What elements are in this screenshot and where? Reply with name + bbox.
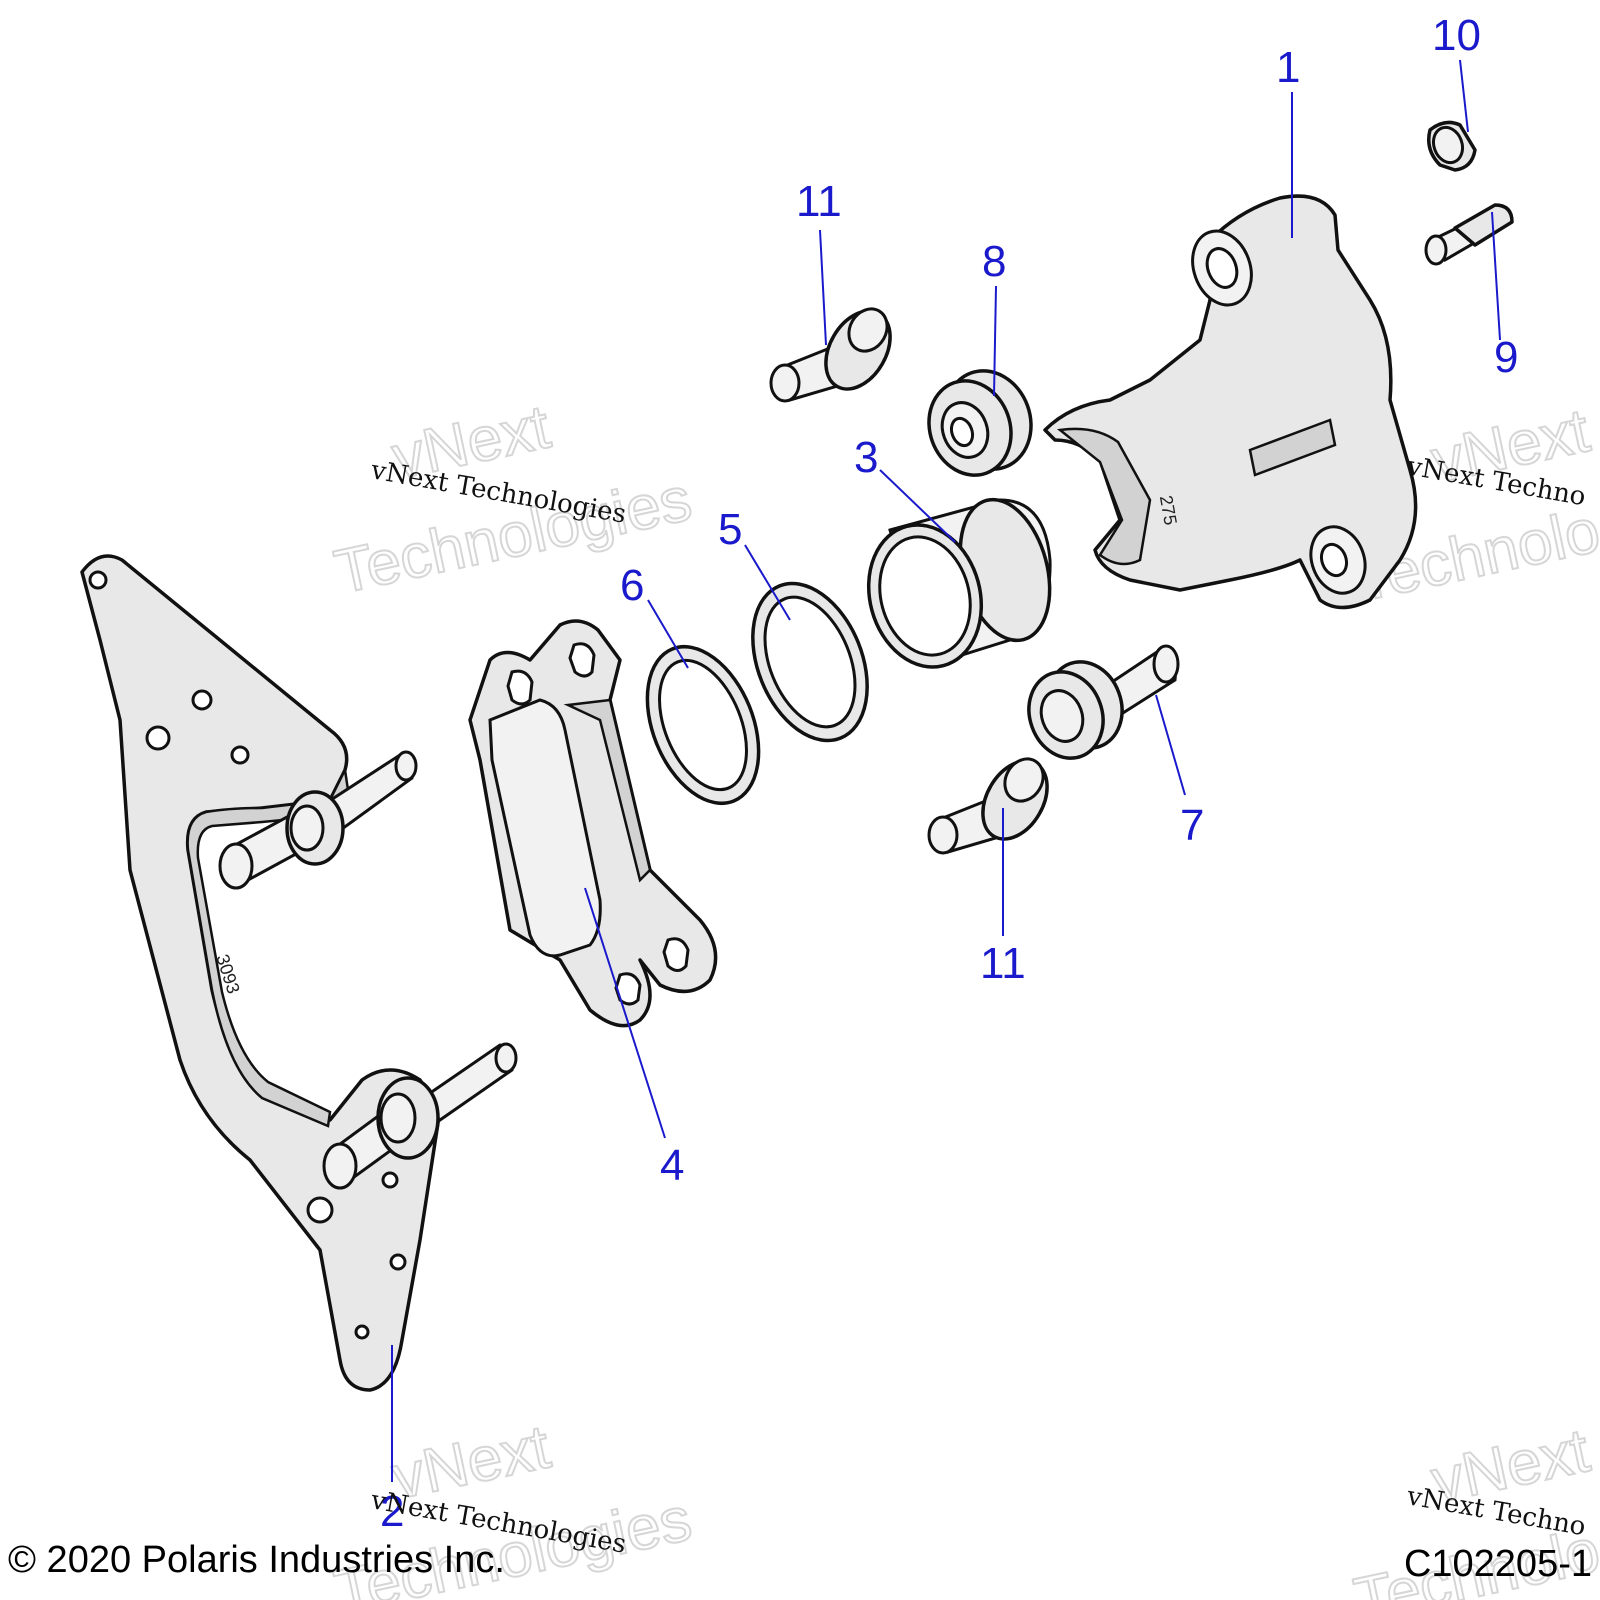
callout-9: 9 <box>1494 333 1518 382</box>
callout-11-upper: 11 <box>796 177 842 226</box>
leader-5 <box>744 544 791 621</box>
part-1-caliper-body: 275 <box>1043 194 1418 610</box>
callout-10: 10 <box>1432 11 1481 60</box>
callout-8: 8 <box>982 237 1006 286</box>
callout-1: 1 <box>1276 43 1300 92</box>
part-11-guide-bolt-upper <box>769 307 892 403</box>
part-11-guide-bolt-lower <box>927 757 1049 855</box>
part-4-brake-pad <box>468 619 718 1028</box>
leader-7 <box>1155 694 1186 796</box>
callout-4: 4 <box>660 1141 684 1190</box>
leader-lines <box>391 59 1501 1482</box>
part-9-bleeder-screw <box>1424 203 1514 266</box>
part-8-bushing-upper <box>927 369 1033 477</box>
part-6-seal-ring <box>645 644 761 806</box>
leader-4 <box>584 887 666 1139</box>
part-5-seal-ring <box>751 581 869 743</box>
leader-6 <box>647 599 689 669</box>
callout-7: 7 <box>1180 801 1204 850</box>
part-2-mounting-bracket: 3093 <box>80 554 518 1392</box>
callout-11-lower: 11 <box>980 939 1026 988</box>
part-7-guide-pin <box>1027 644 1180 760</box>
leader-11-upper <box>819 229 827 346</box>
callout-6: 6 <box>620 561 644 610</box>
copyright-notice: © 2020 Polaris Industries Inc. <box>8 1539 505 1581</box>
leader-10 <box>1459 59 1469 133</box>
callout-3: 3 <box>854 433 878 482</box>
leader-8 <box>993 285 997 397</box>
part-10-bleeder-cap <box>1427 120 1477 172</box>
leader-9 <box>1491 211 1501 341</box>
callout-2: 2 <box>380 1487 404 1536</box>
drawing-id: C102205-1 <box>1404 1543 1592 1585</box>
part-3-piston <box>866 497 1052 669</box>
callout-numbers: 1 10 9 11 8 3 5 6 7 11 4 2 <box>380 11 1518 1536</box>
callout-5: 5 <box>718 505 742 554</box>
leader-3 <box>879 469 956 543</box>
